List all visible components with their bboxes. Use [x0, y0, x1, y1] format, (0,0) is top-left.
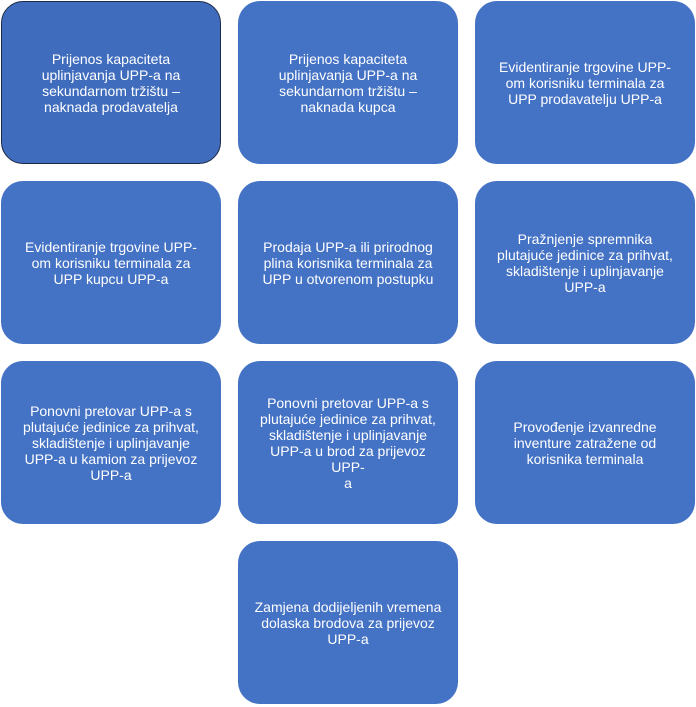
tile-trade-record-buyer[interactable]: Evidentiranje trgovine UPP- om korisniku…	[1, 181, 221, 344]
tile-reload-to-truck[interactable]: Ponovni pretovar UPP-a s plutajuće jedin…	[1, 361, 221, 524]
tile-label: Prijenos kapaciteta uplinjavanja UPP-a n…	[41, 50, 181, 115]
tile-label: Evidentiranje trgovine UPP- om korisniku…	[25, 238, 197, 287]
tile-label: Zamjena dodijeljenih vremena dolaska bro…	[254, 598, 442, 647]
tile-arrival-slot-swap[interactable]: Zamjena dodijeljenih vremena dolaska bro…	[238, 541, 458, 704]
tile-trade-record-seller[interactable]: Evidentiranje trgovine UPP- om korisniku…	[475, 1, 695, 164]
tile-fsru-tank-emptying[interactable]: Pražnjenje spremnika plutajuće jedinice …	[475, 181, 695, 344]
tile-open-procedure-sale[interactable]: Prodaja UPP-a ili prirodnog plina korisn…	[238, 181, 458, 344]
tile-label: Ponovni pretovar UPP-a s plutajuće jedin…	[23, 402, 199, 483]
tile-label: Ponovni pretovar UPP-a s plutajuće jedin…	[260, 394, 436, 491]
tile-reload-to-ship[interactable]: Ponovni pretovar UPP-a s plutajuće jedin…	[238, 361, 458, 524]
tile-label: Evidentiranje trgovine UPP- om korisniku…	[499, 58, 671, 107]
tile-capacity-transfer-buyer-fee[interactable]: Prijenos kapaciteta uplinjavanja UPP-a n…	[238, 1, 458, 164]
tile-capacity-transfer-seller-fee[interactable]: Prijenos kapaciteta uplinjavanja UPP-a n…	[1, 1, 221, 164]
tile-extraordinary-inventory[interactable]: Provođenje izvanredne inventure zatražen…	[475, 361, 695, 524]
tile-label: Prodaja UPP-a ili prirodnog plina korisn…	[262, 238, 434, 287]
tile-label: Prijenos kapaciteta uplinjavanja UPP-a n…	[278, 50, 418, 115]
tile-label: Provođenje izvanredne inventure zatražen…	[513, 418, 657, 467]
tile-label: Pražnjenje spremnika plutajuće jedinice …	[497, 230, 673, 295]
